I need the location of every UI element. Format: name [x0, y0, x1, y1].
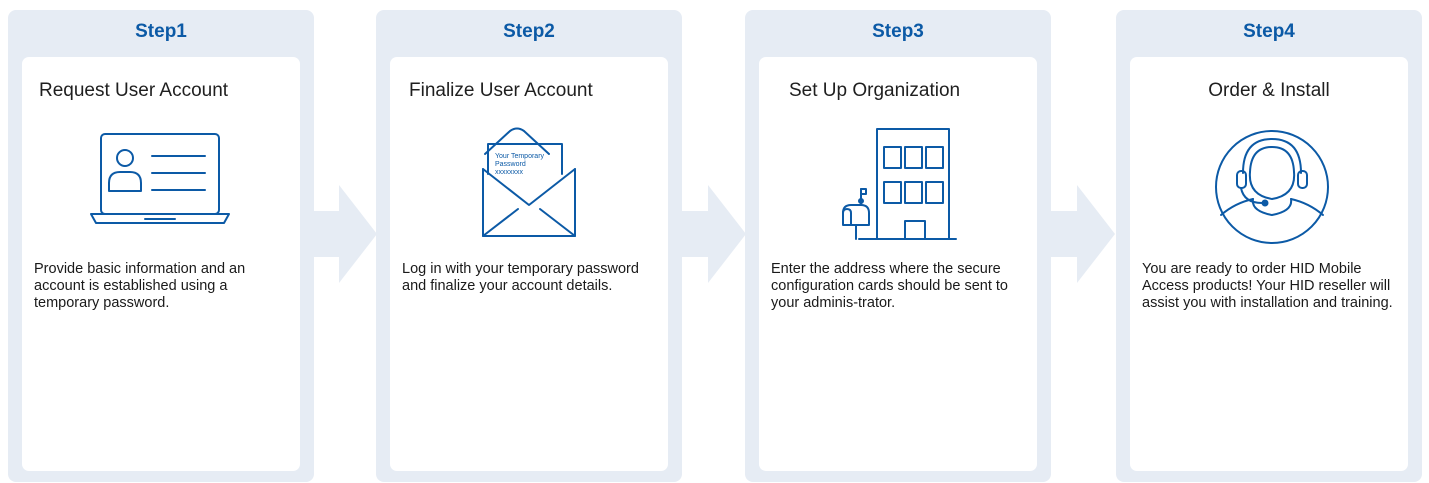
step-2-card: Finalize User Account Your Temporary Pas…	[390, 57, 668, 471]
step-2-label: Step2	[503, 21, 555, 42]
step-3-heading: Set Up Organization	[789, 80, 961, 101]
letter-line-1: Your Temporary	[495, 153, 545, 160]
arrow-right-icon	[1051, 185, 1115, 283]
envelope-letter-icon: Your Temporary Password xxxxxxxx	[482, 127, 576, 237]
step-1-panel: Step1 Request User Account Provide basic…	[8, 10, 314, 482]
letter-line-2: Password	[495, 161, 526, 168]
step-4-panel: Step4 Order & Install You are ready to o…	[1116, 10, 1422, 482]
step-3-label: Step3	[872, 21, 924, 42]
support-agent-headset-icon	[1215, 130, 1329, 244]
step-3-description: Enter the address where the secure confi…	[771, 261, 1008, 311]
letter-line-3: xxxxxxxx	[495, 169, 524, 176]
arrow-right-icon	[313, 185, 377, 283]
step-2-panel: Step2 Finalize User Account Your Tempora…	[376, 10, 682, 482]
step-1-description: Provide basic information and an account…	[34, 261, 246, 311]
laptop-user-profile-icon	[90, 133, 230, 224]
office-building-mailbox-icon	[842, 128, 957, 240]
step-4-description: You are ready to order HID Mobile Access…	[1142, 261, 1393, 311]
step-1-label: Step1	[135, 21, 187, 42]
step-2-description: Log in with your temporary password and …	[402, 261, 639, 294]
step-3-panel: Step3 Set Up Organization Enter the addr…	[745, 10, 1051, 482]
step-2-heading: Finalize User Account	[409, 80, 593, 101]
arrow-right-icon	[682, 185, 746, 283]
step-1-card: Request User Account Provide basic infor…	[22, 57, 300, 471]
step-1-heading: Request User Account	[39, 80, 229, 101]
step-4-card: Order & Install You are ready to order H…	[1130, 57, 1408, 471]
step-3-card: Set Up Organization Enter the address wh…	[759, 57, 1037, 471]
step-4-heading: Order & Install	[1208, 80, 1330, 101]
step-4-label: Step4	[1243, 21, 1295, 42]
